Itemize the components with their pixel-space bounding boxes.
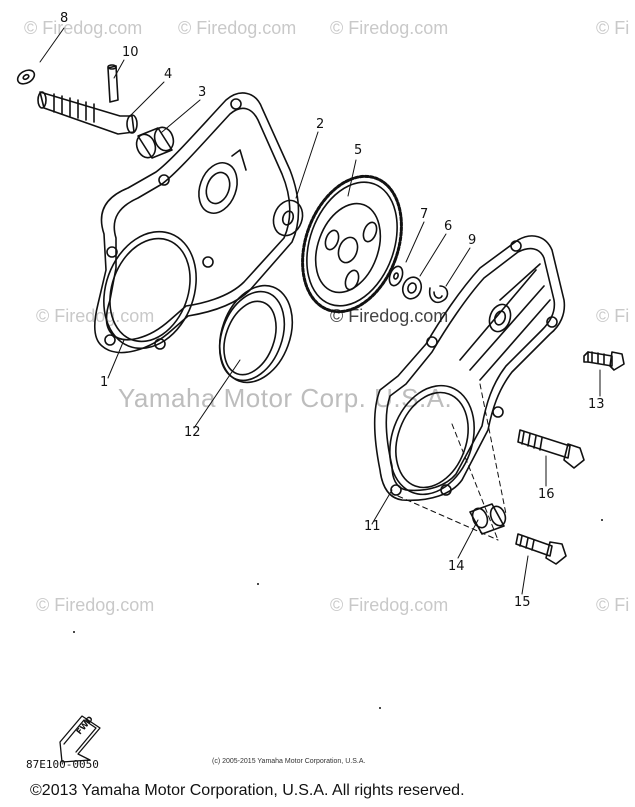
callout-7: 7	[420, 207, 429, 222]
part-6-washer	[401, 276, 423, 300]
watermark-firedog: © Firedog.com	[36, 595, 155, 615]
part-3-bushing	[135, 126, 175, 159]
part-8-washer	[16, 69, 36, 85]
callout-8: 8	[60, 11, 69, 26]
callout-15: 15	[514, 595, 531, 610]
footer-copyright: ©2013 Yamaha Motor Corporation, U.S.A. A…	[30, 782, 465, 799]
leader-lines	[39, 27, 601, 595]
part-12-oil-seal	[218, 284, 294, 384]
part-9-circlip	[428, 285, 449, 304]
callout-13: 13	[588, 397, 605, 412]
callout-5: 5	[354, 143, 363, 158]
watermark-firedog-partial: © Fi	[596, 306, 630, 326]
part-5-gear	[301, 174, 403, 314]
part-11-case	[373, 235, 566, 502]
part-4-shaft	[37, 91, 138, 135]
callout-1: 1	[100, 375, 109, 390]
watermark-yamaha: Yamaha Motor Corp. U.S.A.	[118, 383, 453, 413]
stray-dots	[73, 519, 603, 709]
callout-12: 12	[184, 425, 201, 440]
part-2-washer	[272, 199, 304, 237]
callout-11: 11	[364, 519, 381, 534]
part-7-washer	[388, 265, 404, 287]
callout-3: 3	[198, 85, 207, 100]
watermark-firedog: © Firedog.com	[330, 595, 449, 615]
part-13-bolt	[583, 351, 625, 371]
callout-10: 10	[122, 45, 139, 60]
part-14-dowel	[469, 503, 507, 535]
callout-2: 2	[316, 117, 325, 132]
watermark-firedog-partial: © Fi	[596, 18, 630, 38]
watermark-firedog: © Firedog.com	[178, 18, 297, 38]
part-1-case-cover	[93, 92, 300, 354]
part-code: 87E100-0050	[26, 758, 99, 771]
part-16-bolt	[517, 429, 585, 469]
watermark-firedog-partial: © Fi	[596, 595, 630, 615]
fwd-arrow-icon	[59, 715, 101, 763]
watermark-firedog: © Firedog.com	[24, 18, 143, 38]
callout-6: 6	[444, 219, 453, 234]
watermark-firedog: © Firedog.com	[330, 306, 449, 326]
part-10-pin	[107, 64, 119, 103]
small-copyright: (c) 2005-2015 Yamaha Motor Corporation, …	[212, 758, 366, 765]
callout-4: 4	[164, 67, 173, 82]
callout-16: 16	[538, 487, 555, 502]
watermark-firedog: © Firedog.com	[330, 18, 449, 38]
callout-9: 9	[468, 233, 477, 248]
callout-14: 14	[448, 559, 465, 574]
part-15-bolt	[515, 533, 567, 565]
